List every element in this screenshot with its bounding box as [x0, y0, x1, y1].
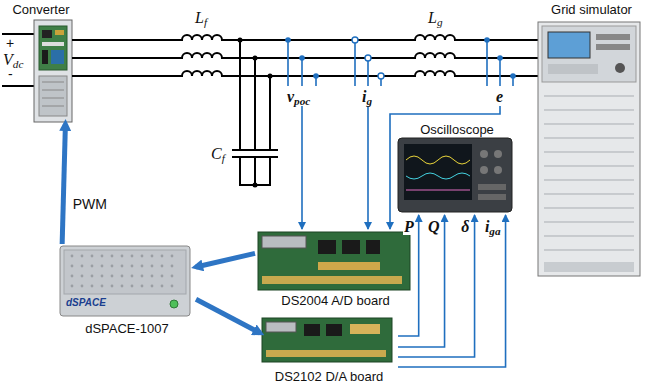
node-label: DS2102 D/A board — [260, 369, 398, 384]
signal-label: PWM — [72, 196, 108, 212]
oscilloscope-node: Oscilloscope — [396, 122, 518, 215]
dc-wire — [2, 85, 34, 87]
signal-arrow — [398, 215, 419, 336]
converter-picture — [34, 20, 72, 122]
output-signal-name: iga — [484, 218, 502, 235]
subscript: poc — [294, 95, 310, 107]
subscript: g — [437, 16, 443, 28]
subscript: dc — [13, 58, 24, 70]
tap-dots — [285, 37, 516, 79]
brand-logo: dSPACE — [66, 297, 106, 309]
output-signal-name: δ — [460, 218, 470, 235]
control-arrow — [62, 124, 65, 244]
subscript: f — [204, 16, 207, 28]
signal-name: ig — [362, 88, 372, 105]
dc-wire — [2, 33, 34, 35]
dc-voltage-symbol: Vdc — [3, 51, 23, 68]
dspace-unit-picture — [60, 246, 190, 316]
grid-simulator-node: Grid simulator — [536, 2, 646, 278]
node-label: Converter — [4, 2, 78, 17]
capacitor-symbol: Cf — [211, 145, 225, 162]
polarity-sign: - — [8, 67, 13, 82]
dspace-unit-node: dSPACE dSPACE-1007 — [58, 244, 196, 336]
node-label: Grid simulator — [536, 2, 646, 17]
signal-arrow — [398, 215, 445, 347]
subscript: f — [222, 152, 225, 164]
da-board-picture — [262, 318, 392, 362]
node-label: dSPACE-1007 — [58, 321, 196, 336]
node-label: Oscilloscope — [396, 122, 518, 137]
subscript: ga — [489, 225, 500, 237]
subscript: g — [366, 95, 372, 107]
node-label: DS2004 A/D board — [255, 293, 416, 308]
current-sensor-marks — [352, 37, 384, 79]
signal-arrow — [398, 215, 475, 357]
signal-arrow — [398, 215, 506, 367]
inductor-symbol: Lg — [428, 9, 443, 26]
oscilloscope-picture — [398, 138, 512, 212]
ad-board-picture — [258, 232, 410, 290]
grid-simulator-picture — [538, 22, 640, 276]
output-signal-name: Q — [427, 218, 441, 235]
three-phase-lines — [72, 35, 538, 76]
polarity-sign: + — [6, 36, 14, 51]
signal-name: vpoc — [287, 88, 310, 105]
control-arrow — [196, 253, 255, 267]
inductor-symbol: Lf — [195, 9, 207, 26]
control-arrow — [196, 299, 260, 333]
da-board-node: DS2102 D/A board — [260, 316, 398, 384]
signal-name: e — [496, 88, 503, 105]
capacitor-bank — [232, 40, 278, 185]
output-signal-name: P — [403, 218, 415, 235]
ad-board-node: DS2004 A/D board — [255, 230, 416, 308]
